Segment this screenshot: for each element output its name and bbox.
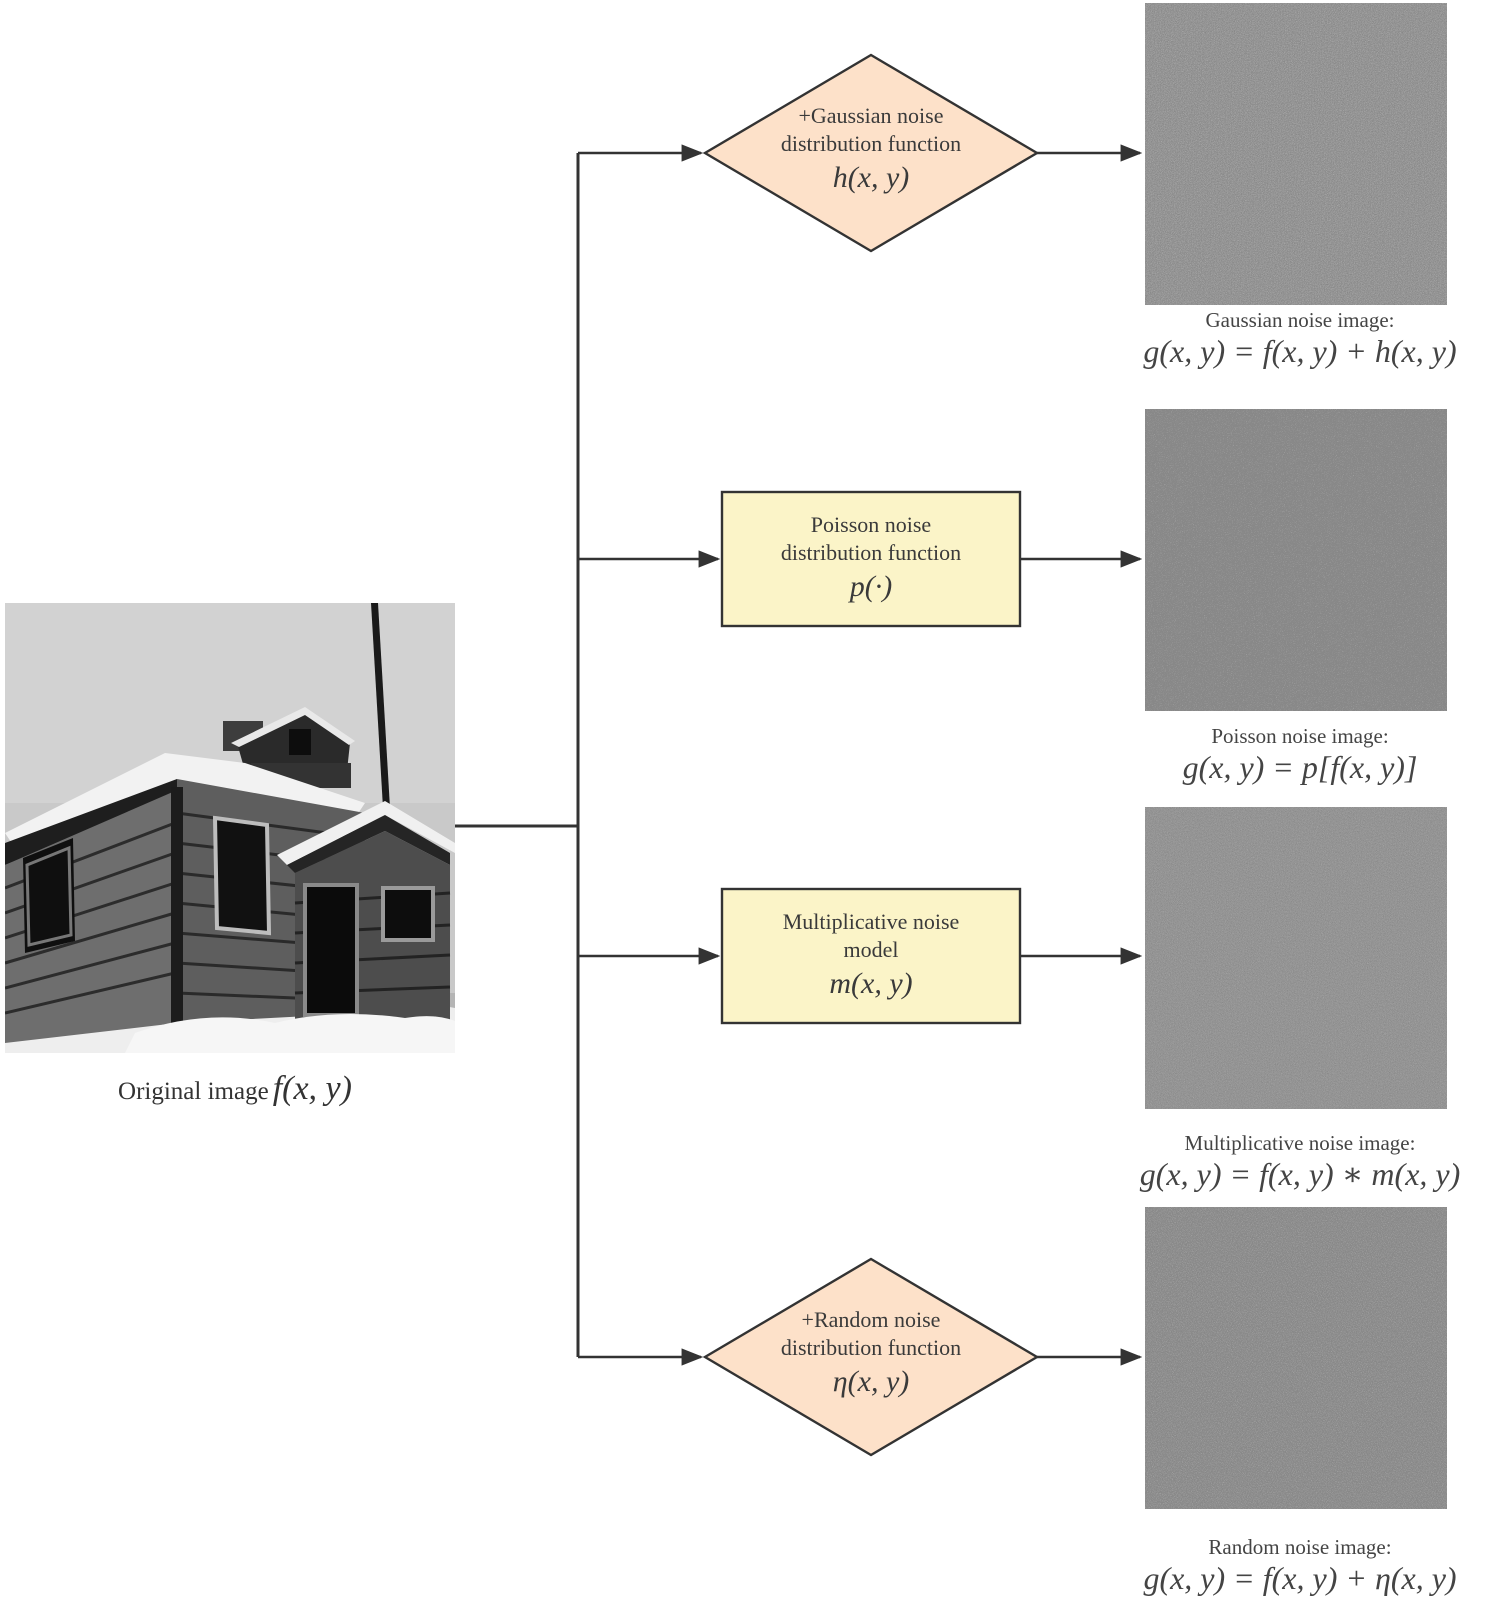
gaussian-output-formula: g(x, y) = f(x, y) + h(x, y) (1143, 333, 1457, 369)
multiplicative-node-line-2: model (843, 936, 899, 962)
multiplicative-node-math: m(x, y) (829, 967, 913, 1000)
gaussian-output-title: Gaussian noise image: (1205, 308, 1395, 332)
multiplicative-noise-image (1145, 807, 1447, 1109)
poisson-noise-image (1145, 409, 1447, 711)
random-noise-image (1145, 1207, 1447, 1509)
multiplicative-output-caption: Multiplicative noise image: g(x, y) = f(… (1105, 1132, 1495, 1194)
connector-lines (455, 144, 1143, 1366)
multiplicative-noise-box (720, 887, 1022, 1025)
random-node-label: +Random noise distribution function η(x,… (721, 1306, 1021, 1401)
original-caption-formula: f(x, y) (272, 1070, 352, 1107)
gaussian-noise-diamond (702, 53, 1040, 253)
gaussian-node-math: h(x, y) (832, 161, 910, 194)
poisson-node-line-1: Poisson noise (810, 512, 932, 537)
original-caption-text: Original image (118, 1078, 269, 1105)
random-output-title: Random noise image: (1208, 1535, 1392, 1559)
poisson-output-formula: g(x, y) = p[f(x, y)] (1182, 749, 1418, 785)
gaussian-noise-image (1145, 3, 1447, 305)
poisson-output-title: Poisson noise image: (1211, 724, 1389, 748)
random-node-line-2: distribution function (780, 1334, 962, 1360)
random-noise-diamond (702, 1257, 1040, 1457)
gaussian-output-caption: Gaussian noise image: g(x, y) = f(x, y) … (1105, 309, 1495, 371)
gaussian-node-line-2: distribution function (780, 130, 962, 156)
original-image-caption: Original image f(x, y) (0, 1070, 470, 1108)
gaussian-node-line-1: +Gaussian noise (798, 103, 944, 128)
gaussian-node-label: +Gaussian noise distribution function h(… (721, 102, 1021, 197)
poisson-node-label: Poisson noise distribution function p(·) (722, 511, 1020, 606)
poisson-output-caption: Poisson noise image: g(x, y) = p[f(x, y)… (1105, 725, 1495, 787)
random-output-formula: g(x, y) = f(x, y) + η(x, y) (1143, 1560, 1457, 1596)
multiplicative-output-title: Multiplicative noise image: (1184, 1131, 1416, 1155)
poisson-node-math: p(·) (849, 570, 893, 603)
multiplicative-node-label: Multiplicative noise model m(x, y) (722, 908, 1020, 1003)
random-output-caption: Random noise image: g(x, y) = f(x, y) + … (1105, 1536, 1495, 1598)
random-node-line-1: +Random noise (801, 1307, 941, 1332)
multiplicative-output-formula: g(x, y) = f(x, y) ∗ m(x, y) (1139, 1156, 1461, 1192)
poisson-node-line-2: distribution function (780, 539, 962, 565)
random-node-math: η(x, y) (832, 1365, 910, 1398)
original-house-image (5, 603, 455, 1053)
multiplicative-node-line-1: Multiplicative noise (782, 909, 960, 934)
poisson-noise-box (720, 490, 1022, 628)
